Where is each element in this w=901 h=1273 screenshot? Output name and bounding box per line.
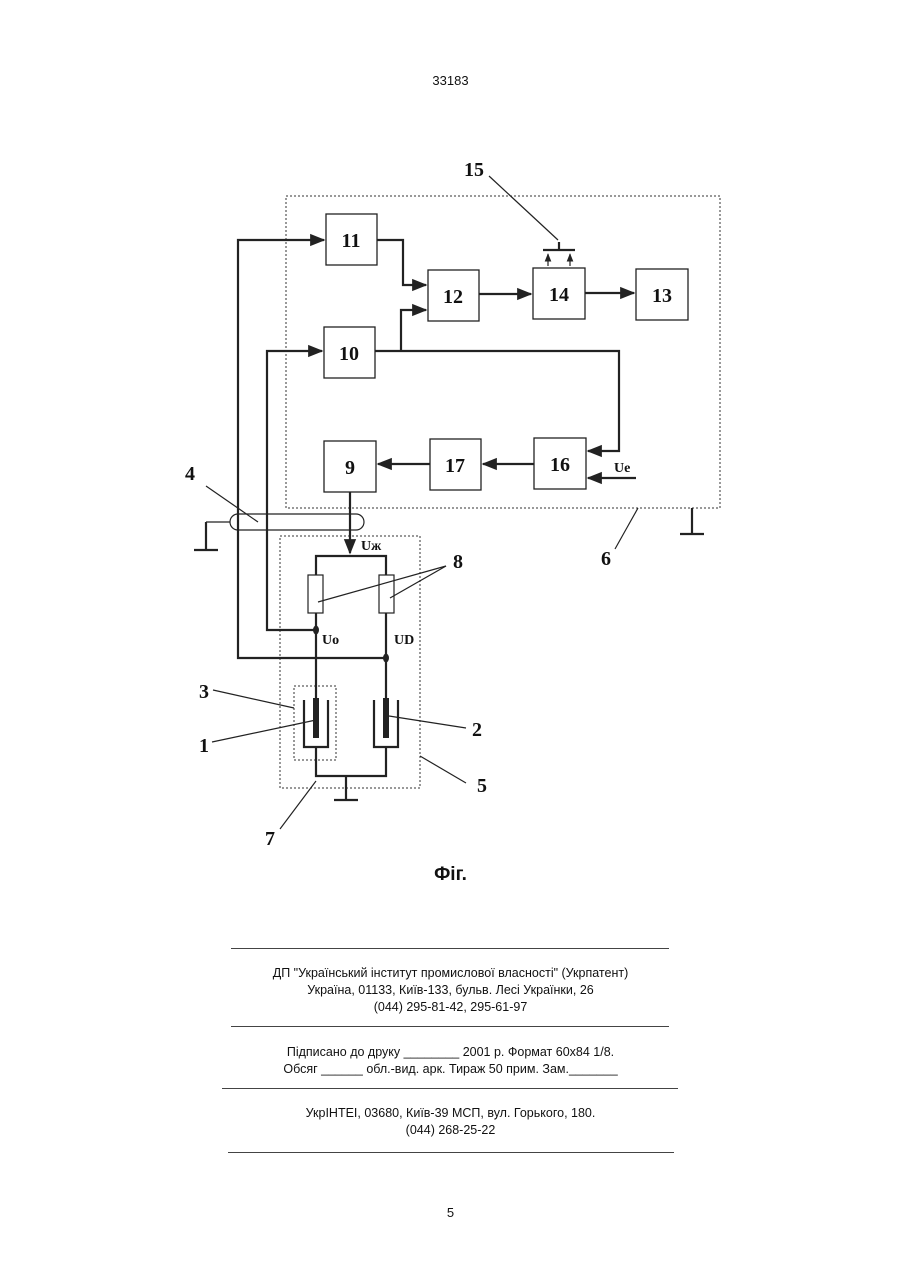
svg-text:9: 9 (345, 457, 355, 479)
svg-text:14: 14 (549, 284, 569, 306)
block-11: 11 (326, 214, 377, 265)
print-info-line: Підписано до друку ________ 2001 р. Форм… (0, 1044, 901, 1061)
block-9: 9 (324, 441, 376, 492)
svg-text:11: 11 (342, 230, 361, 252)
divider (222, 1088, 678, 1089)
label-1: 1 (199, 735, 209, 757)
publisher-line: Україна, 01133, Київ-133, бульв. Лесі Ук… (0, 982, 901, 999)
printer-block: УкрІНТЕІ, 03680, Київ-39 МСП, вул. Горьк… (0, 1105, 901, 1139)
label-4: 4 (185, 463, 195, 485)
label-3: 3 (199, 681, 209, 703)
printer-line: (044) 268-25-22 (0, 1122, 901, 1139)
figure-caption: Фіг. (0, 864, 901, 886)
block-14: 14 (533, 268, 585, 319)
signal-u-o: Uo (322, 633, 339, 648)
page-number: 5 (0, 1205, 901, 1220)
divider (231, 1026, 669, 1027)
sensor-enclosure (280, 536, 420, 788)
block-12: 12 (428, 270, 479, 321)
label-15: 15 (464, 159, 484, 181)
publisher-line: ДП "Український інститут промислової вла… (0, 965, 901, 982)
svg-text:12: 12 (443, 286, 463, 308)
block-13: 13 (636, 269, 688, 320)
print-info-block: Підписано до друку ________ 2001 р. Форм… (0, 1044, 901, 1078)
divider (228, 1152, 674, 1153)
signal-u-zh: Uж (361, 539, 382, 554)
printer-line: УкрІНТЕІ, 03680, Київ-39 МСП, вул. Горьк… (0, 1105, 901, 1122)
svg-text:16: 16 (550, 454, 570, 476)
label-8: 8 (453, 551, 463, 573)
block-17: 17 (430, 439, 481, 490)
label-6: 6 (601, 548, 611, 570)
print-info-line: Обсяг ______ обл.-вид. арк. Тираж 50 при… (0, 1061, 901, 1078)
publisher-block: ДП "Український інститут промислової вла… (0, 965, 901, 1016)
signal-u-e: Ue (614, 461, 630, 476)
block-16: 16 (534, 438, 586, 489)
label-7: 7 (265, 828, 275, 850)
label-2: 2 (472, 719, 482, 741)
block-10: 10 (324, 327, 375, 378)
signal-u-d: UD (394, 633, 414, 648)
publisher-line: (044) 295-81-42, 295-61-97 (0, 999, 901, 1016)
circuit-diagram: 11 12 14 13 10 9 17 16 (0, 0, 901, 900)
divider (231, 948, 669, 949)
svg-text:17: 17 (445, 455, 465, 477)
label-5: 5 (477, 775, 487, 797)
svg-text:10: 10 (339, 343, 359, 365)
svg-text:13: 13 (652, 285, 672, 307)
